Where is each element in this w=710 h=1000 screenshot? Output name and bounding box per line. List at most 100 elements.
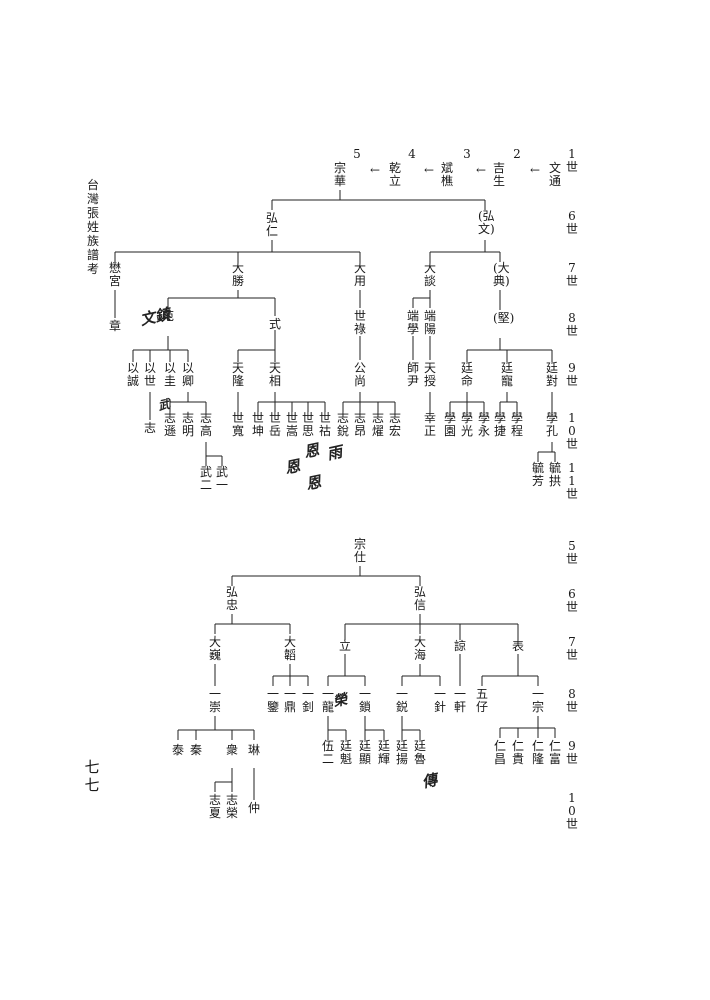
arrow-left-icon: ←: [530, 163, 541, 177]
person-hongwen: (弘文): [478, 209, 495, 236]
person-zhang: 章: [108, 319, 121, 333]
chain-gen-4: 4: [408, 147, 416, 161]
chain-name-2: 吉生: [492, 161, 505, 188]
person-lin: 琳: [247, 743, 260, 757]
person-yisuo: 一鎖: [358, 687, 371, 714]
person-xuekong: 學孔: [545, 411, 558, 438]
person-shiyin: 師尹: [406, 361, 419, 388]
person-zhihong: 志宏: [388, 411, 401, 438]
person-tingchong: 廷寵: [500, 361, 513, 388]
person-yiding: 一鼎: [283, 687, 296, 714]
gen-label-8: 8世: [565, 311, 578, 338]
person-zhong-2: 仲: [247, 801, 260, 815]
person-tingkui: 廷魁: [339, 739, 352, 766]
person-yizong: 一宗: [531, 687, 544, 714]
person-shi: 式: [268, 317, 281, 331]
person-zhiyao: 志燿: [371, 411, 384, 438]
person-tingxian: 廷顯: [358, 739, 371, 766]
gen-label-6: 6世: [565, 587, 578, 614]
person-wuer: 武二: [199, 465, 212, 492]
chain-gen-2: 2: [513, 147, 521, 161]
person-zhiang: 志昂: [353, 411, 366, 438]
person-dahai: 大海: [413, 635, 426, 662]
person-yijian: 一鑒: [266, 687, 279, 714]
person-li: 立: [338, 639, 351, 653]
person-tinglu: 廷魯: [413, 739, 426, 766]
person-dadian: (大典): [493, 261, 510, 288]
person-xueyuan: 學園: [443, 411, 456, 438]
person-xingzheng: 幸正: [423, 411, 436, 438]
person-hongren: 弘仁: [265, 211, 278, 238]
person-liang: 諒: [453, 639, 466, 653]
arrow-left-icon: ←: [424, 163, 435, 177]
person-yicheng: 以誠: [126, 361, 139, 388]
gen-label-1: 1世: [565, 147, 578, 174]
person-zhigao: 志高: [199, 411, 212, 438]
gen-label-7: 7世: [565, 635, 578, 662]
gen-label-8: 8世: [565, 687, 578, 714]
person-yufang: 毓芳: [531, 461, 544, 488]
gen-label-9: 9世: [565, 361, 578, 388]
person-wuzai: 五仔: [475, 687, 488, 714]
person-zongshi: 宗仕: [353, 537, 366, 564]
person-maogong: 懋宮: [108, 261, 121, 288]
person-tingming: 廷命: [460, 361, 473, 388]
person-tinghui: 廷輝: [377, 739, 390, 766]
person-shisi: 世思: [301, 411, 314, 438]
person-yilong: 一龍: [321, 687, 334, 714]
gen-label-10: 10世: [565, 411, 578, 451]
person-fan: 范: [161, 309, 174, 323]
person-yirui: 一鋭: [395, 687, 408, 714]
person-shihu: 世祜: [318, 411, 331, 438]
person-renchang: 仁昌: [493, 739, 506, 766]
person-rengui: 仁貴: [511, 739, 524, 766]
person-datan: 大談: [423, 261, 436, 288]
person-renfu: 仁富: [548, 739, 561, 766]
person-datao: 大韜: [283, 635, 296, 662]
chain-name-5: 宗華: [333, 161, 346, 188]
person-zhirui: 志銳: [336, 411, 349, 438]
person-shikun: 世坤: [251, 411, 264, 438]
person-shisong: 世嵩: [285, 411, 298, 438]
person-yixuan: 一軒: [453, 687, 466, 714]
person-tingdui: 廷對: [545, 361, 558, 388]
person-yishi: 以世: [143, 361, 156, 388]
gen-label-9: 9世: [565, 739, 578, 766]
person-yizhen: 一針: [433, 687, 446, 714]
person-wuer-2: 伍二: [321, 739, 334, 766]
person-yugong: 毓拱: [548, 461, 561, 488]
person-renlong: 仁隆: [531, 739, 544, 766]
gen-label-6: 6世: [565, 209, 578, 236]
person-wuyi: 武一: [215, 465, 228, 492]
person-gongshang: 公尚: [353, 361, 366, 388]
person-hongzhong: 弘忠: [225, 585, 238, 612]
chain-name-1: 文通: [548, 161, 561, 188]
person-yigui: 以圭: [163, 361, 176, 388]
person-shikuan: 世寬: [231, 411, 244, 438]
person-xuejie: 學捷: [493, 411, 506, 438]
person-duanyang: 端陽: [423, 309, 436, 336]
person-duanxue: 端學: [406, 309, 419, 336]
person-yizhao: 一釗: [301, 687, 314, 714]
person-yichong: 一崇: [208, 687, 221, 714]
person-tianlong: 天隆: [231, 361, 244, 388]
person-xueyong: 學永: [477, 411, 490, 438]
chain-name-3: 斌樵: [440, 161, 453, 188]
person-zhi: 志: [143, 421, 156, 435]
page-number: 七七: [84, 758, 100, 794]
person-zhiming: 志明: [181, 411, 194, 438]
gen-label-5: 5世: [565, 539, 578, 566]
gen-label-10: 10世: [565, 791, 578, 831]
person-dasheng: 大勝: [231, 261, 244, 288]
person-dawei: 大巍: [208, 635, 221, 662]
person-xueguang: 學光: [460, 411, 473, 438]
person-tianshou: 天授: [423, 361, 436, 388]
chain-gen-5: 5: [353, 147, 361, 161]
person-xuecheng: 學程: [510, 411, 523, 438]
person-tai: 泰: [171, 743, 184, 757]
person-shilu: 世祿: [353, 309, 366, 336]
person-dayong: 大用: [353, 261, 366, 288]
arrow-left-icon: ←: [370, 163, 381, 177]
